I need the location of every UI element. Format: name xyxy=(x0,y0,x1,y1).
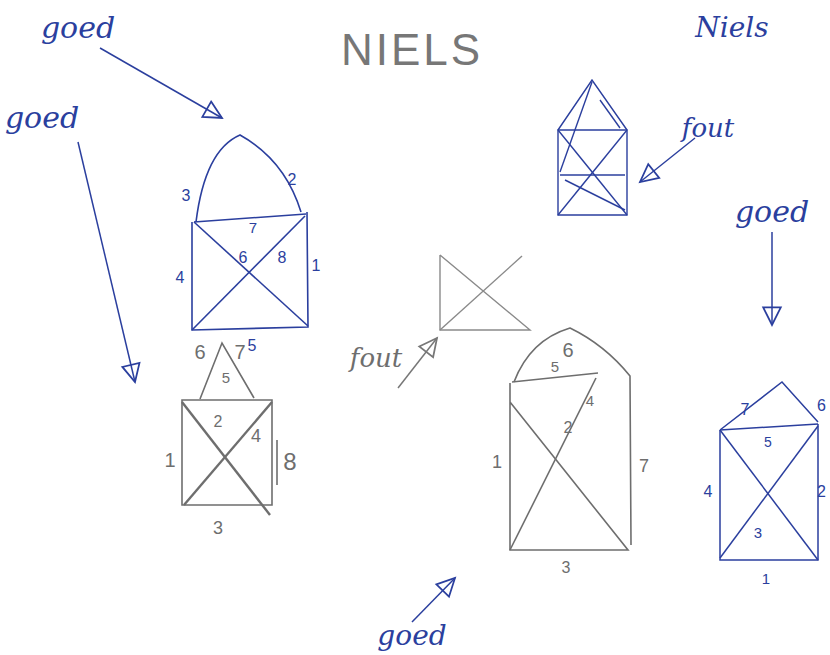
edge-number: 7 xyxy=(249,220,257,235)
verdict-note: fout xyxy=(682,115,734,141)
edge-number: 2 xyxy=(817,484,826,500)
house-figure xyxy=(510,328,631,550)
edge-number: 5 xyxy=(248,338,257,354)
edge-number: 6 xyxy=(194,342,205,362)
verdict-note: goed xyxy=(41,13,115,43)
edge-number: 3 xyxy=(182,188,191,204)
edge-number: 4 xyxy=(704,484,713,500)
edge-number: 5 xyxy=(764,435,772,449)
verdict-note: goed xyxy=(377,622,446,650)
edge-number: 4 xyxy=(251,427,261,445)
title: NIELS xyxy=(341,28,483,72)
edge-number: 5 xyxy=(222,370,230,385)
house-figure xyxy=(182,343,277,515)
edge-number: 6 xyxy=(562,340,573,360)
verdict-note: goed xyxy=(5,103,79,133)
edge-number: 5 xyxy=(551,359,559,374)
verdict-note: fout xyxy=(350,345,402,371)
edge-number: 3 xyxy=(562,560,571,576)
edge-number: 8 xyxy=(278,250,287,266)
edge-number: 8 xyxy=(283,450,296,474)
edge-number: 3 xyxy=(754,525,762,540)
edge-number: 7 xyxy=(234,342,245,362)
edge-number: 4 xyxy=(586,393,594,408)
house-figure xyxy=(720,382,818,560)
wrong-figure xyxy=(440,255,530,330)
edge-number: 6 xyxy=(239,250,248,266)
wrong-figure xyxy=(558,80,627,215)
edge-number: 2 xyxy=(214,414,223,430)
edge-number: 4 xyxy=(176,270,185,286)
edge-number: 1 xyxy=(762,571,770,586)
edge-number: 1 xyxy=(312,258,321,274)
edge-number: 3 xyxy=(213,519,223,537)
edge-number: 1 xyxy=(164,450,175,470)
edge-number: 7 xyxy=(639,457,649,475)
pointer-arrow xyxy=(78,48,772,622)
edge-number: 6 xyxy=(817,398,826,414)
verdict-note: Niels xyxy=(695,14,768,42)
house-figure xyxy=(192,135,308,330)
edge-number: 7 xyxy=(741,402,750,418)
edge-number: 2 xyxy=(564,420,573,436)
verdict-note: goed xyxy=(735,197,809,227)
edge-number: 1 xyxy=(492,453,502,471)
edge-number: 2 xyxy=(288,172,297,188)
pointer-arrow xyxy=(398,338,437,388)
